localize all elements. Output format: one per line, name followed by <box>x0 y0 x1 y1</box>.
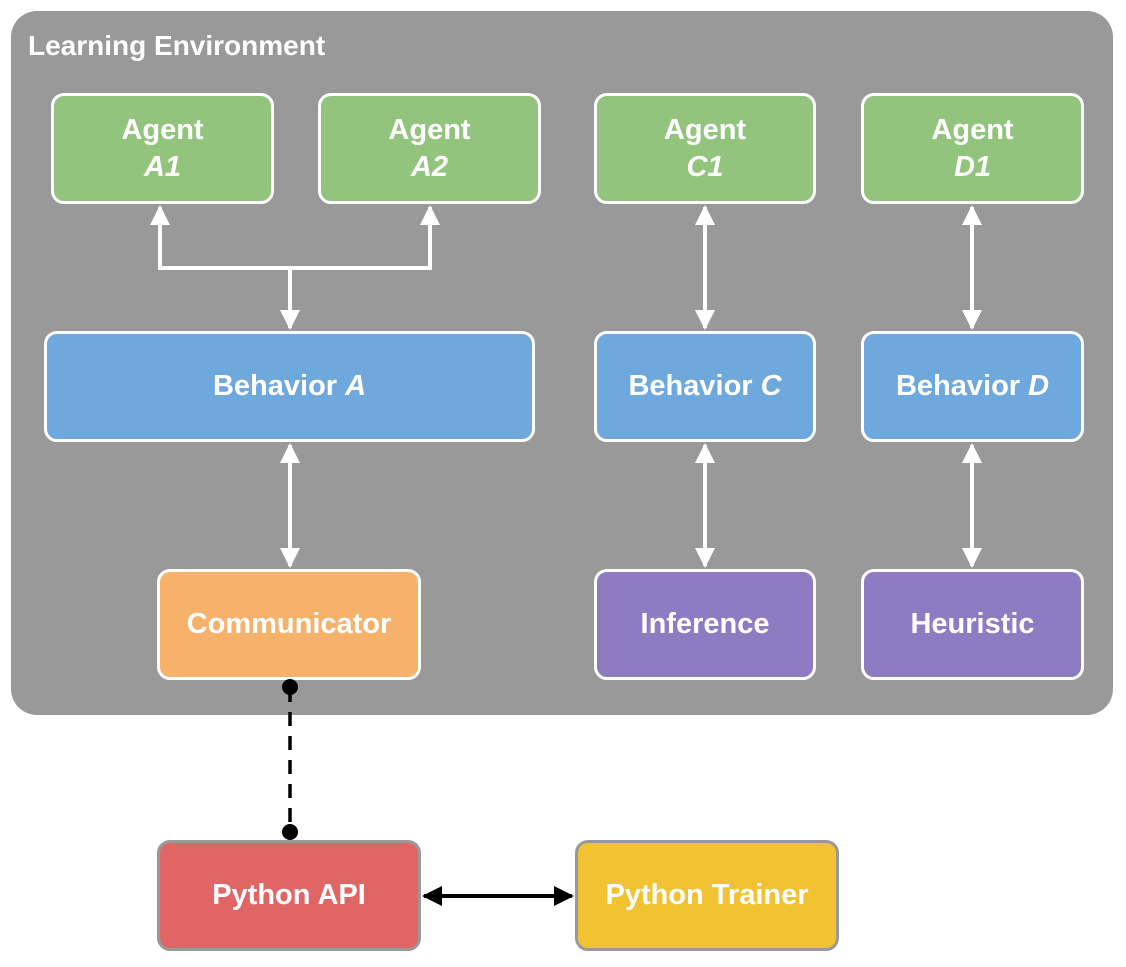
inference-box: Inference <box>594 569 816 680</box>
heuristic-box: Heuristic <box>861 569 1084 680</box>
agent-a2-box: Agent A2 <box>318 93 541 204</box>
behavior-label: Behavior <box>212 370 338 402</box>
agent-c1-box: Agent C1 <box>594 93 816 204</box>
behavior-d-box: Behavior D <box>861 331 1084 442</box>
behavior-id: A <box>345 370 367 402</box>
agent-label: Agent <box>931 113 1014 146</box>
communicator-box: Communicator <box>157 569 421 680</box>
behavior-a-box: Behavior A <box>44 331 535 442</box>
agent-a1-box: Agent A1 <box>51 93 274 204</box>
environment-title: Learning Environment <box>28 30 326 61</box>
agent-label: Agent <box>388 113 471 146</box>
behavior-id: D <box>1028 370 1050 402</box>
agent-label: Agent <box>121 113 204 146</box>
link-endpoint-bottom <box>282 824 298 840</box>
python-trainer-box: Python Trainer <box>575 840 839 951</box>
python-api-label: Python API <box>212 879 366 911</box>
agent-id: A2 <box>410 150 449 183</box>
python-trainer-label: Python Trainer <box>605 879 809 911</box>
link-endpoint-top <box>282 679 298 695</box>
behavior-label: Behavior <box>895 370 1021 402</box>
communicator-label: Communicator <box>186 608 392 640</box>
agent-id: D1 <box>953 150 992 183</box>
agent-d1-box: Agent D1 <box>861 93 1084 204</box>
behavior-id: C <box>760 370 782 402</box>
heuristic-label: Heuristic <box>910 608 1035 640</box>
agent-label: Agent <box>663 113 747 146</box>
python-api-box: Python API <box>157 840 421 951</box>
agent-id: C1 <box>686 150 724 183</box>
behavior-c-box: Behavior C <box>594 331 816 442</box>
connector-behavior-a-to-agents <box>150 205 440 270</box>
behavior-label: Behavior <box>628 370 753 402</box>
inference-label: Inference <box>640 608 770 640</box>
agent-id: A1 <box>143 150 182 183</box>
